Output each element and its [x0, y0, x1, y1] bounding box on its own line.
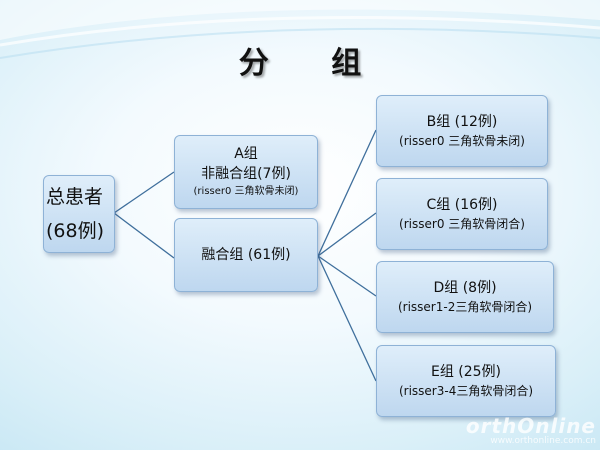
watermark-logo: orthOnline	[465, 414, 596, 438]
page-title: 分 组	[238, 46, 388, 81]
connector-root-to-a	[113, 171, 175, 214]
group-b-note: (risser0 三角软骨未闭)	[399, 134, 525, 148]
group-a-note: (risser0 三角软骨未闭)	[193, 186, 299, 197]
group-d-title: D组 (8例)	[433, 280, 497, 296]
group-c-title: C组 (16例)	[426, 197, 498, 213]
group-e-note: (risser3-4三角软骨闭合)	[398, 384, 534, 398]
connector-fusion-to-c	[317, 212, 377, 257]
group-a-title: A组	[234, 146, 258, 162]
fusion-node: 融合组 (61例)	[174, 218, 318, 292]
root-node: 总患者 (68例)	[43, 175, 115, 253]
group-c-note: (risser0 三角软骨闭合)	[399, 217, 525, 231]
group-c-node: C组 (16例) (risser0 三角软骨闭合)	[376, 178, 548, 250]
connector-fusion-to-e	[317, 255, 377, 382]
watermark-url: www.orthonline.com.cn	[490, 436, 596, 446]
connector-fusion-to-b	[317, 129, 377, 257]
group-a-name: 非融合组(7例)	[201, 166, 291, 182]
root-title: 总患者	[46, 186, 104, 208]
group-b-title: B组 (12例)	[426, 114, 498, 130]
group-d-note: (risser1-2三角软骨闭合)	[397, 300, 533, 314]
connector-root-to-fusion	[113, 212, 175, 259]
root-count: (68例)	[46, 220, 105, 242]
group-b-node: B组 (12例) (risser0 三角软骨未闭)	[376, 95, 548, 167]
group-d-node: D组 (8例) (risser1-2三角软骨闭合)	[376, 261, 554, 333]
group-a-node: A组 非融合组(7例) (risser0 三角软骨未闭)	[174, 135, 318, 209]
group-e-title: E组 (25例)	[430, 364, 502, 380]
group-e-node: E组 (25例) (risser3-4三角软骨闭合)	[376, 345, 556, 417]
fusion-label: 融合组 (61例)	[201, 247, 291, 263]
watermark: orthOnline www.orthonline.com.cn	[466, 416, 596, 446]
connector-fusion-to-d	[317, 255, 377, 297]
